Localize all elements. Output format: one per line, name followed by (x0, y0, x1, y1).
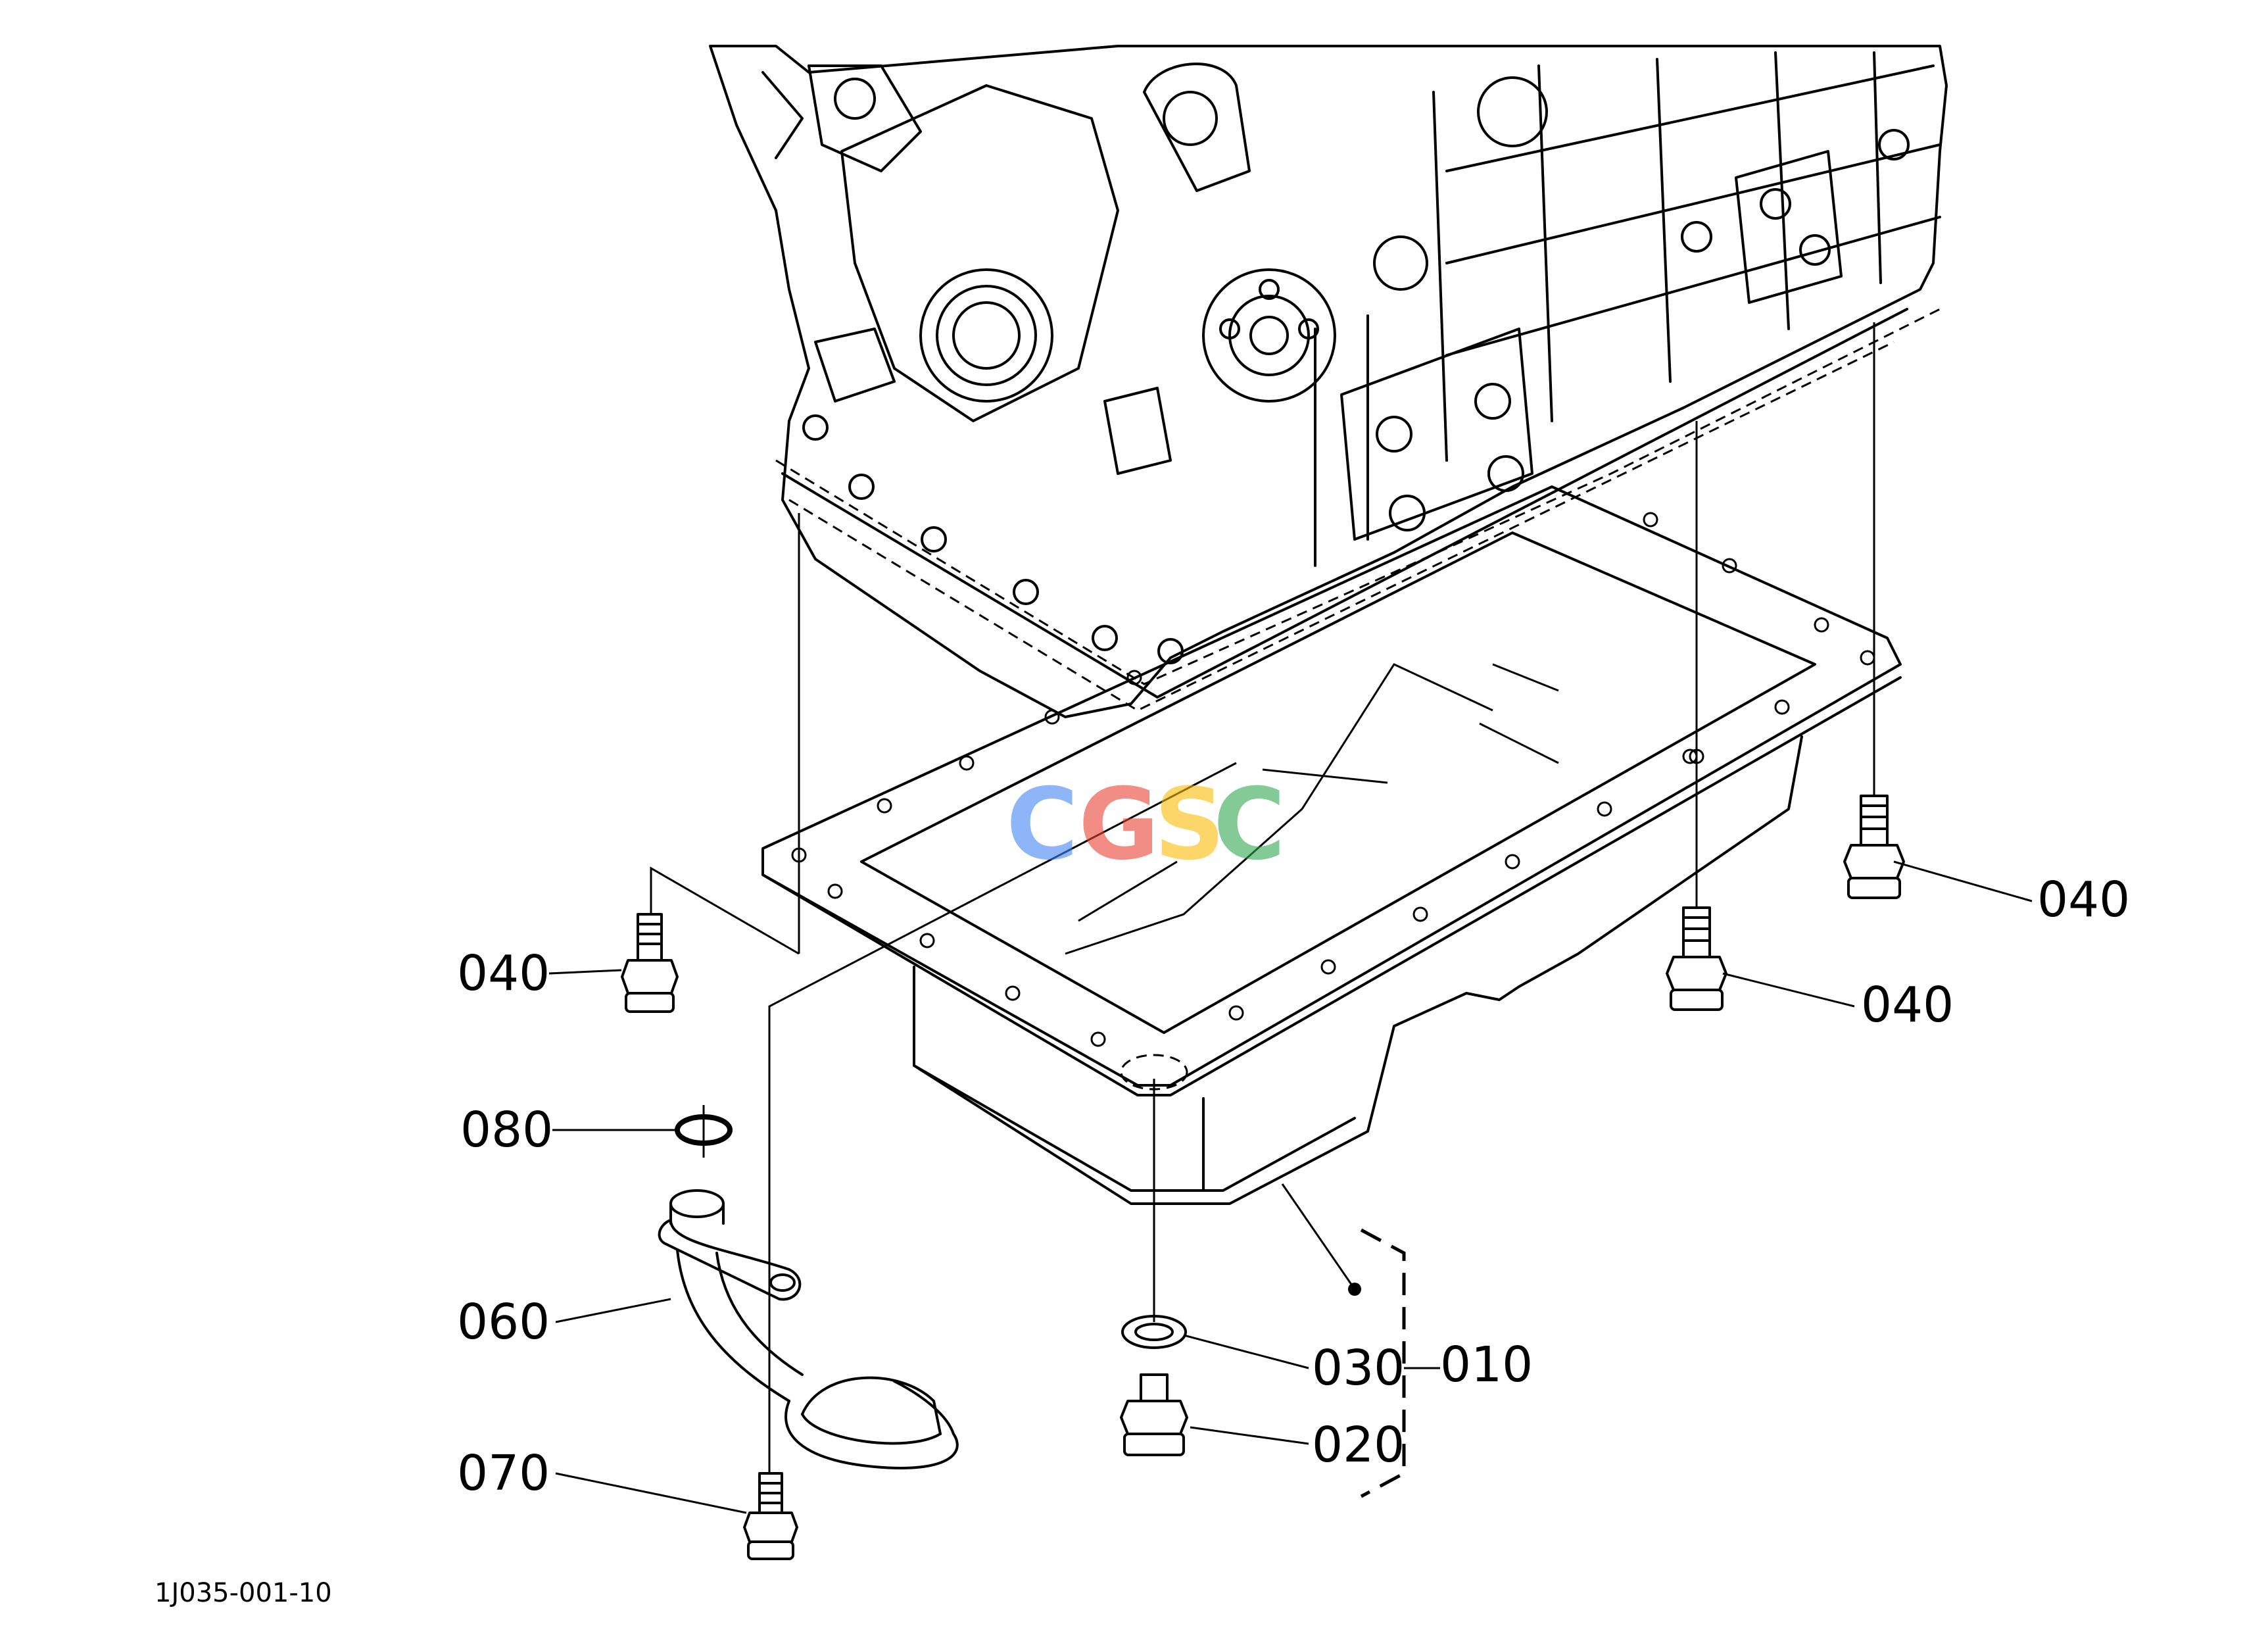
oil-pan-flange-holes (791, 512, 1875, 1047)
oil-strainer-060 (658, 1189, 959, 1469)
block-mounting-bosses (802, 414, 1184, 664)
watermark-letter-c2: C (1213, 768, 1286, 882)
watermark-logo: C G S C (1006, 768, 1286, 882)
gasket-030 (1121, 1315, 1187, 1349)
bolt-040-mid (1666, 906, 1727, 1011)
engine-block (709, 45, 1948, 718)
callout-020: 020 (1312, 1417, 1405, 1473)
callout-070: 070 (457, 1445, 550, 1502)
assembly-bracket-010 (1281, 1183, 1406, 1498)
callout-labels: 040 040 040 080 060 070 030 010 020 (457, 872, 2130, 1502)
bolt-040-left (621, 913, 679, 1013)
oil-pan (761, 485, 1902, 1205)
leader-lines (548, 768, 2033, 1514)
alignment-lines (650, 322, 1875, 1473)
bolt-040-right (1843, 795, 1905, 899)
bolt-070 (743, 1472, 798, 1560)
watermark-letter-c1: C (1006, 768, 1078, 882)
callout-040-mid: 040 (1861, 977, 1954, 1033)
callout-040-right: 040 (2037, 872, 2130, 928)
callout-010: 010 (1440, 1337, 1533, 1393)
callout-030: 030 (1312, 1340, 1405, 1396)
drain-plug-020 (1120, 1373, 1188, 1456)
callout-080: 080 (460, 1102, 553, 1158)
watermark-letter-g: G (1078, 768, 1159, 882)
callout-060: 060 (457, 1294, 550, 1350)
callout-040-left: 040 (457, 945, 550, 1002)
watermark-letter-s: S (1154, 768, 1225, 882)
document-id: 1J035-001-10 (155, 1578, 332, 1608)
